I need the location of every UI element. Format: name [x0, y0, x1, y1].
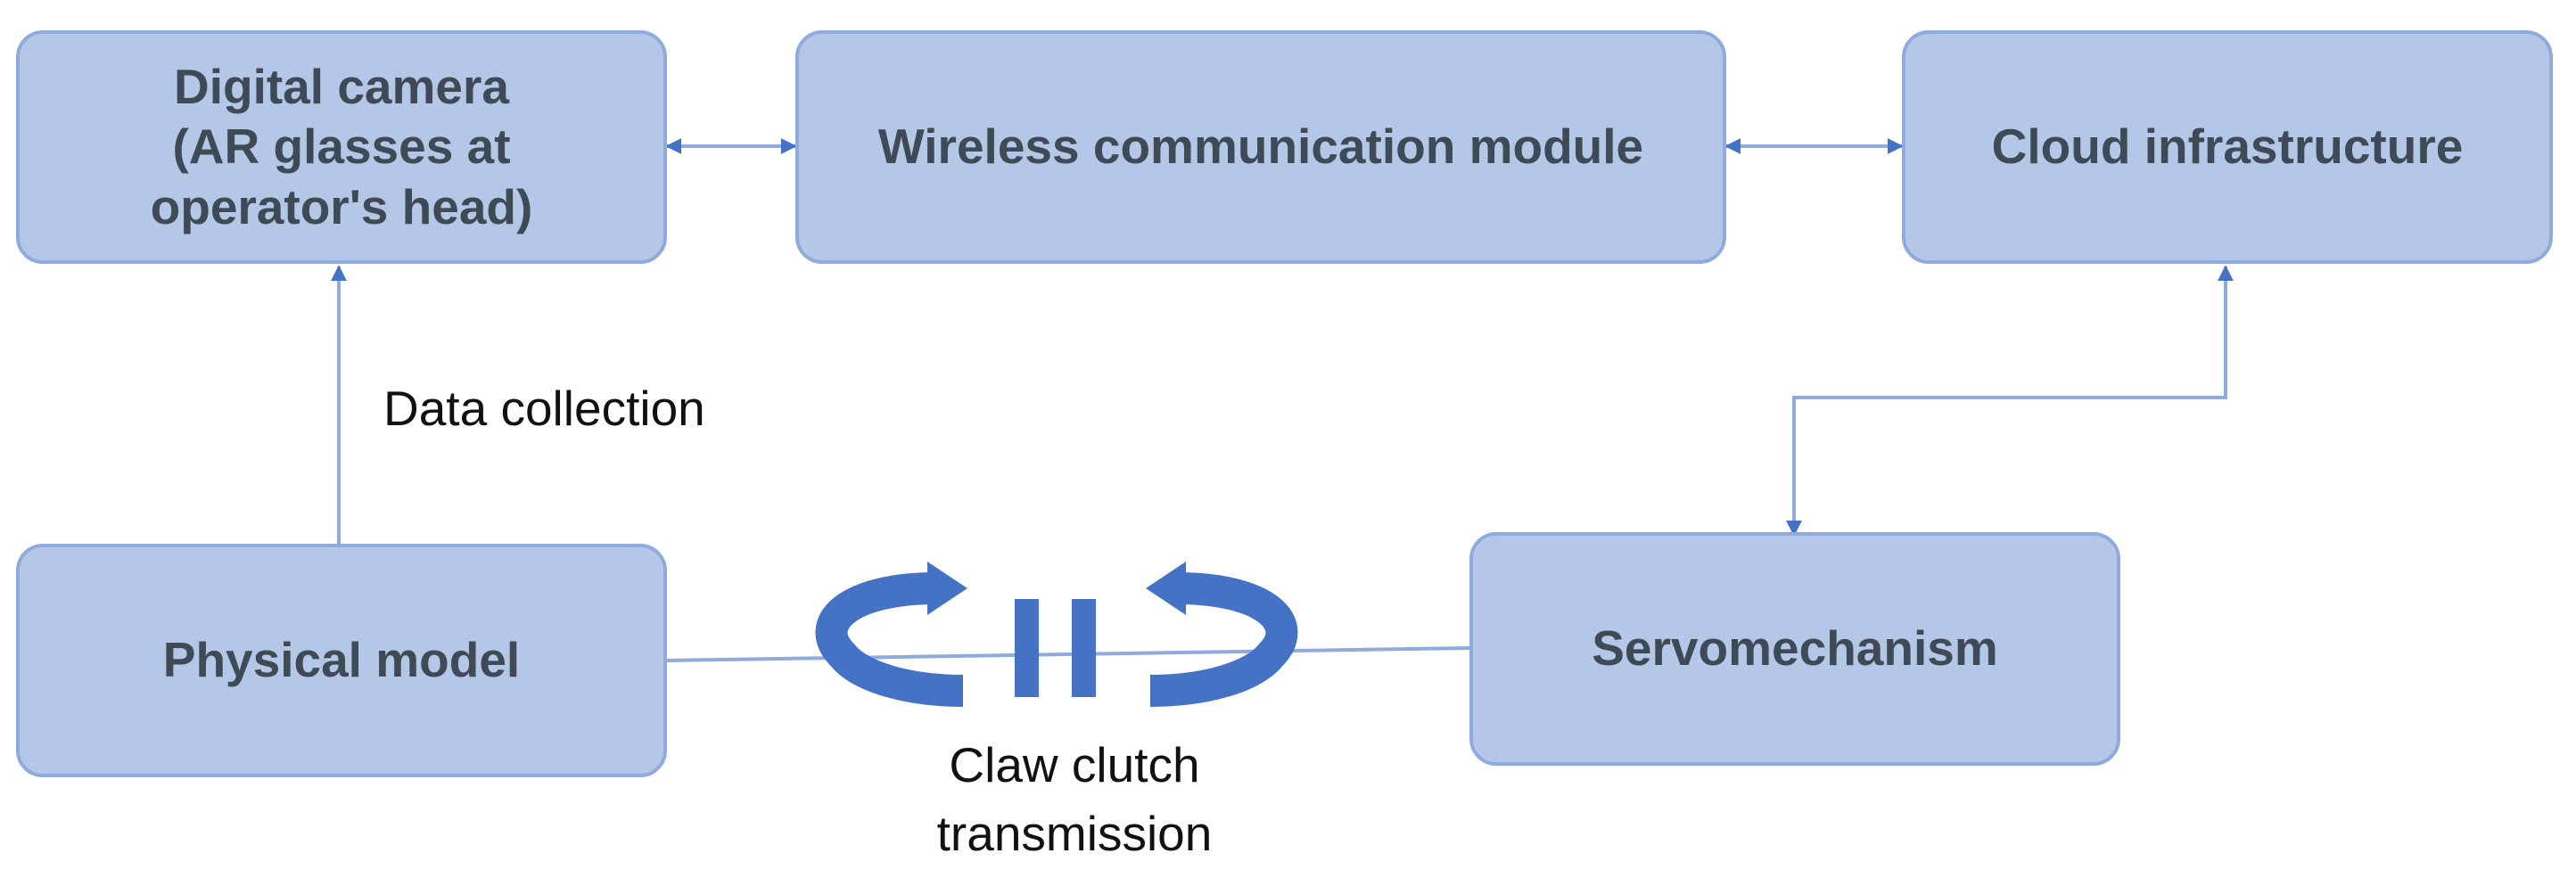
servomechanism-label: Servomechanism [1592, 620, 1998, 677]
digital-camera-label-line-2: (AR glasses at [172, 119, 511, 175]
claw-clutch-label-line-2: transmission [936, 806, 1213, 861]
wireless-module-node: Wireless communication module [795, 30, 1726, 264]
servomechanism-node: Servomechanism [1469, 532, 2120, 766]
digital-camera-node: Digital camera (AR glasses at operator's… [16, 30, 667, 264]
wireless-module-label: Wireless communication module [877, 119, 1644, 175]
claw-clutch-label-line-1: Claw clutch [949, 737, 1200, 792]
data-collection-label: Data collection [383, 381, 705, 436]
physical-model-label: Physical model [162, 632, 521, 688]
cloud-servo-connector [1786, 265, 2234, 537]
transmission-shaft-line [666, 646, 1470, 662]
digital-camera-label: Digital camera (AR glasses at operator's… [151, 57, 533, 236]
cloud-infrastructure-node: Cloud infrastructure [1902, 30, 2553, 264]
physical-model-node: Physical model [16, 544, 667, 777]
claw-clutch-label: Claw clutch transmission [878, 731, 1271, 868]
cloud-infrastructure-label: Cloud infrastructure [1991, 119, 2464, 175]
claw-clutch-icon [815, 562, 1298, 707]
digital-camera-label-line-3: operator's head) [150, 178, 533, 234]
digital-camera-label-line-1: Digital camera [173, 59, 509, 115]
